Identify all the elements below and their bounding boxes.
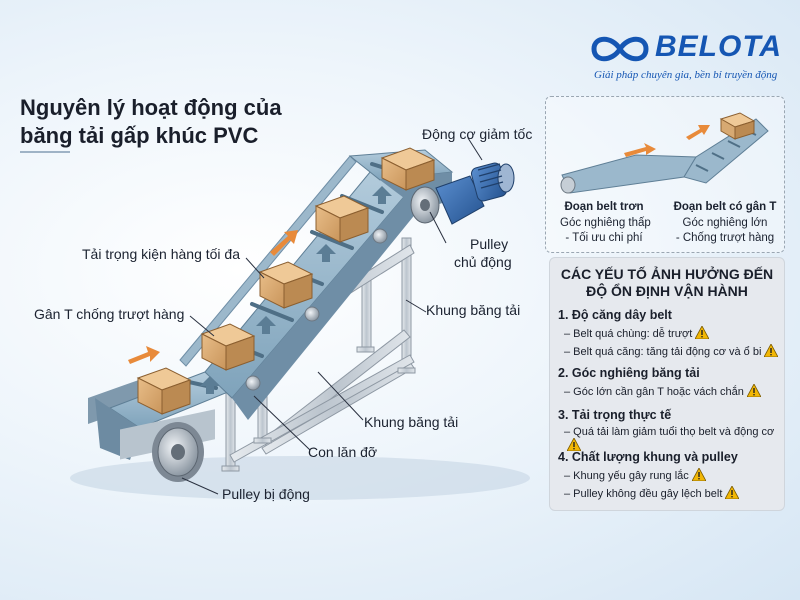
warning-icon bbox=[725, 486, 740, 499]
label-driven-pulley: Pulley bị động bbox=[222, 486, 310, 502]
support-rollers bbox=[245, 228, 388, 391]
warning-icon bbox=[746, 384, 761, 397]
label-max-load: Tải trọng kiện hàng tối đa bbox=[82, 246, 240, 262]
factor-2-point-1: – Góc lớn cần gân T hoặc vách chắn bbox=[564, 384, 761, 398]
factor-4-point-2: – Pulley không đều gây lệch belt bbox=[564, 486, 740, 500]
label-frame-upper: Khung băng tải bbox=[426, 302, 521, 318]
inset-plain-title: Đoạn belt trơn bbox=[564, 201, 644, 213]
label-support-roller: Con lăn đỡ bbox=[308, 444, 378, 460]
inset-cleated-title: Đoạn belt có gân T bbox=[673, 201, 777, 213]
label-cleat: Gân T chống trượt hàng bbox=[34, 306, 185, 322]
belt-type-inset: Đoạn belt trơn Góc nghiêng thấp - Tối ưu… bbox=[545, 96, 785, 253]
warning-icon bbox=[764, 344, 779, 357]
motion-arrows bbox=[128, 230, 298, 364]
infinity-logo-icon bbox=[591, 36, 649, 62]
factor-1-heading: 1. Độ căng dây belt bbox=[558, 308, 672, 322]
factor-4-point-1: – Khung yếu gây rung lắc bbox=[564, 468, 706, 482]
box-1 bbox=[136, 367, 192, 415]
inset-plain-line2: - Tối ưu chi phí bbox=[565, 232, 643, 244]
inset-cleated-line2: - Chống trượt hàng bbox=[675, 232, 775, 244]
inset-plain-line1: Góc nghiêng thấp bbox=[560, 217, 651, 229]
factor-3-heading: 3. Tải trọng thực tế bbox=[558, 408, 672, 422]
belt-direction-arrows bbox=[200, 186, 392, 394]
warning-icon bbox=[691, 468, 706, 481]
label-motor: Động cơ giảm tốc bbox=[422, 126, 533, 142]
drive-pulley bbox=[410, 186, 440, 224]
box-3 bbox=[258, 261, 314, 309]
box-4 bbox=[314, 195, 370, 243]
factor-3-point-1: – Quá tải làm giảm tuổi thọ belt và động… bbox=[564, 426, 784, 452]
label-drive-pulley-1: Pulley bbox=[470, 236, 509, 252]
inset-illustration bbox=[560, 112, 769, 194]
factor-2-heading: 2. Góc nghiêng băng tải bbox=[558, 366, 700, 380]
gear-motor bbox=[435, 162, 515, 225]
factors-panel: CÁC YẾU TỐ ẢNH HƯỞNG ĐẾN ĐỘ ỔN ĐỊNH VẬN … bbox=[549, 257, 785, 511]
factor-1-point-1: – Belt quá chùng: dễ trượt bbox=[564, 326, 710, 340]
leader-lines bbox=[181, 137, 483, 495]
inset-cleated-line1: Góc nghiêng lớn bbox=[682, 217, 768, 229]
box-5 bbox=[380, 147, 436, 191]
warning-icon bbox=[695, 326, 710, 339]
title-divider bbox=[20, 151, 70, 153]
label-drive-pulley-2: chủ động bbox=[454, 254, 512, 270]
box-2 bbox=[200, 323, 256, 371]
warning-icon bbox=[567, 438, 581, 451]
factor-1-point-2: – Belt quá căng: tăng tải động cơ và ổ b… bbox=[564, 344, 779, 358]
driven-pulley bbox=[152, 422, 204, 482]
cargo-boxes bbox=[136, 147, 436, 415]
page-title: Nguyên lý hoạt động của băng tải gấp khú… bbox=[20, 95, 282, 148]
factors-title: CÁC YẾU TỐ ẢNH HƯỞNG ĐẾN ĐỘ ỔN ĐỊNH VẬN … bbox=[560, 266, 774, 299]
brand-tagline: Giải pháp chuyên gia, bền bỉ truyền động bbox=[594, 69, 778, 81]
brand-name: BELOTA bbox=[655, 30, 783, 63]
factor-4-heading: 4. Chất lượng khung và pulley bbox=[558, 450, 738, 464]
label-frame-lower: Khung băng tải bbox=[364, 414, 459, 430]
